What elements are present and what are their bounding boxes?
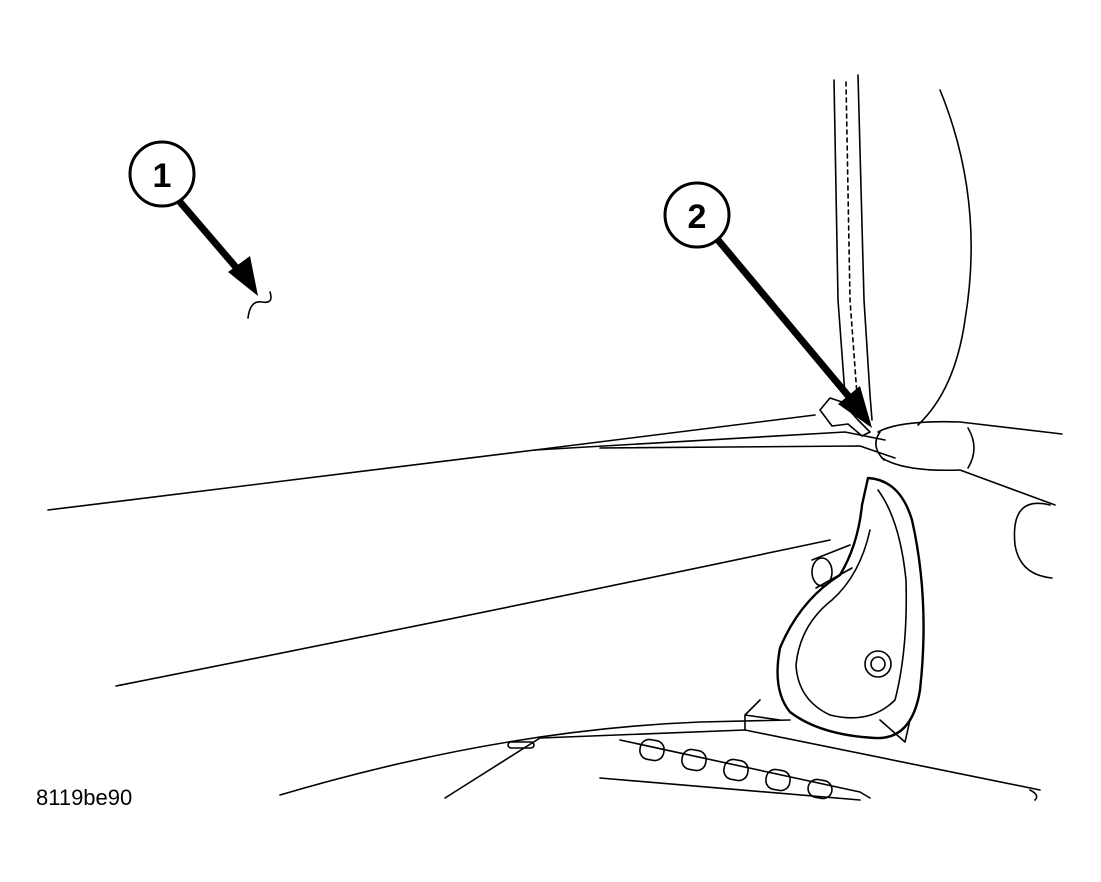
hand-thumb <box>1013 502 1053 579</box>
zipper-teeth <box>845 81 858 396</box>
hinge-bolt-hole-inner <box>870 656 886 672</box>
recliner-knob <box>811 557 833 587</box>
seat-back-top-edge <box>47 414 816 511</box>
callout-2-label: 2 <box>688 198 707 236</box>
hinge-bolt-hole <box>864 650 892 678</box>
figure-id: 8119be90 <box>36 785 133 810</box>
callout-2-leader <box>714 236 854 402</box>
callout-1-circle <box>128 140 196 208</box>
hand-index-finger <box>877 420 1063 435</box>
hinge-cover-inner <box>795 489 908 719</box>
callout-2-arrowhead <box>838 386 872 428</box>
hinge-tip <box>879 719 911 743</box>
seat-track-lip <box>744 699 781 731</box>
track-holes <box>639 738 833 800</box>
recliner-shaft <box>811 544 853 589</box>
hog-ring <box>247 291 272 319</box>
hinge-cover-outline <box>776 476 925 740</box>
hand-knuckle <box>967 427 975 469</box>
callout-2-circle <box>663 181 731 249</box>
hand-fingertip <box>875 431 885 461</box>
callout-1: 1 <box>128 140 258 296</box>
track-lower-line <box>599 777 861 801</box>
seat-back-fold-line <box>534 431 886 451</box>
hand-finger-underside <box>881 457 1056 506</box>
seat-cushion-bottom <box>279 719 791 796</box>
seat-cushion-edge <box>115 539 831 687</box>
callout-1-leader <box>176 198 244 276</box>
callout-1-label: 1 <box>153 157 172 195</box>
callout-2: 2 <box>663 181 872 428</box>
seat-back-side-curve <box>917 89 972 426</box>
seat-track-edge <box>444 737 541 799</box>
track-slot <box>507 741 535 749</box>
seat-track-foot <box>1029 789 1038 801</box>
zipper-right-edge <box>857 74 873 421</box>
seat-track-side <box>619 739 871 799</box>
seat-back-fold-line-2 <box>599 445 896 459</box>
retainer-clip <box>819 397 871 437</box>
callout-1-arrowhead <box>228 256 258 296</box>
